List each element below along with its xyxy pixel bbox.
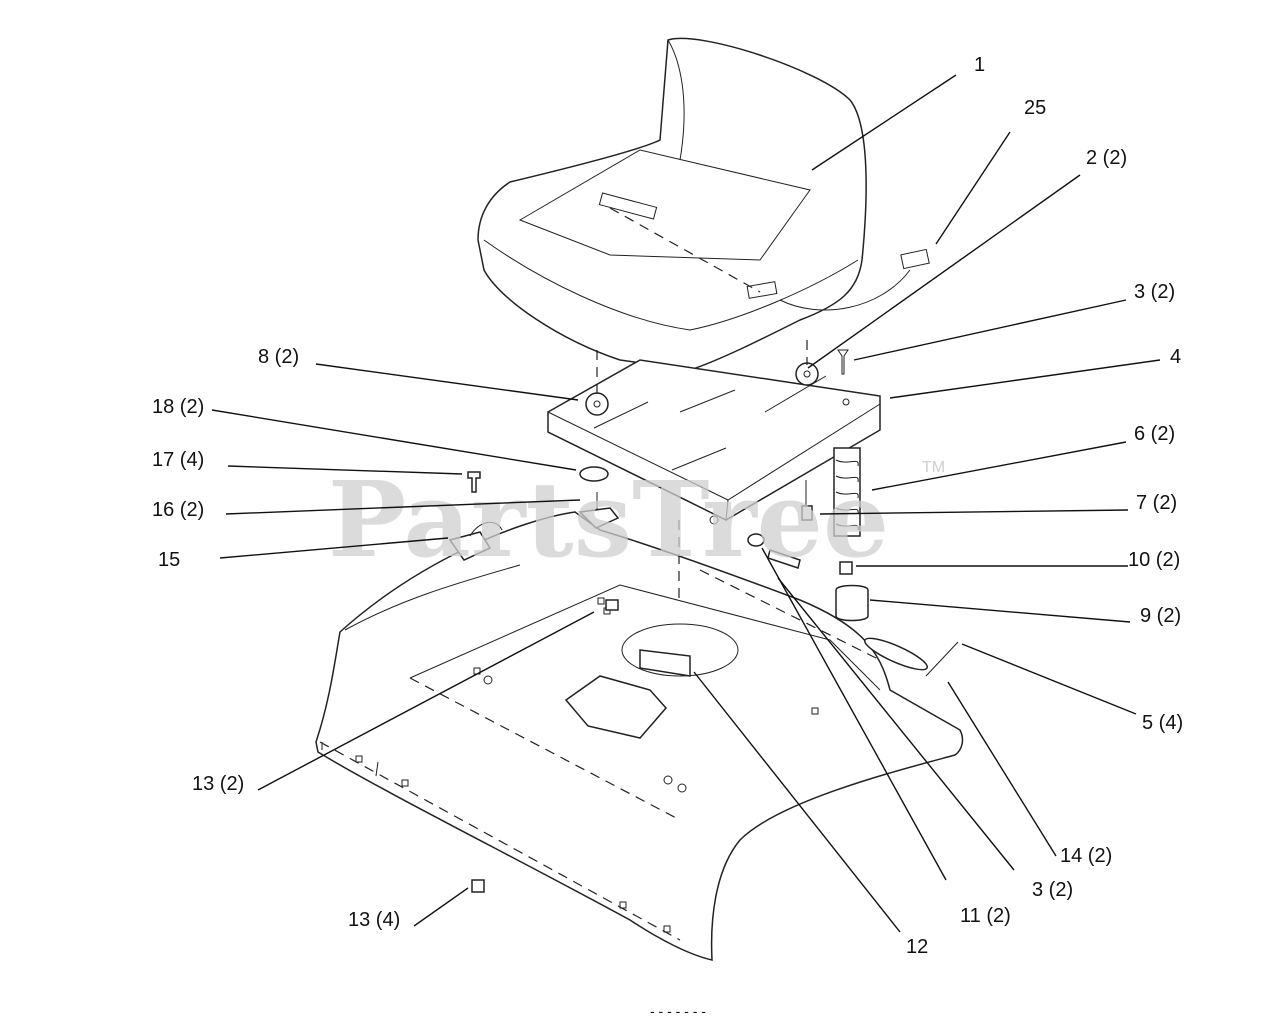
fender-body — [315, 511, 964, 961]
callout-labels: 1 25 2 (2) 3 (2) 4 8 (2) 18 (2) 6 (2) 17… — [152, 54, 1183, 958]
callout-label: 15 — [158, 549, 180, 571]
callout-label: 4 — [1170, 346, 1181, 368]
callout-label: 25 — [1024, 97, 1046, 119]
callout-label: 3 (2) — [1134, 281, 1175, 303]
partstree-watermark: PartsTree TM — [328, 458, 945, 581]
callout-label: 12 — [906, 936, 928, 958]
callout-label: 13 (4) — [348, 909, 400, 931]
callout-label: 16 (2) — [152, 499, 204, 521]
callout-label: 2 (2) — [1086, 147, 1127, 169]
callout-label: 9 (2) — [1140, 605, 1181, 627]
seat — [477, 37, 930, 383]
callout-label: 5 (4) — [1142, 712, 1183, 734]
callout-label: 18 (2) — [152, 396, 204, 418]
svg-text:PartsTree: PartsTree — [328, 458, 889, 581]
callout-label: 13 (2) — [192, 773, 244, 795]
svg-text:TM: TM — [922, 459, 945, 476]
leader-lines — [211, 74, 1161, 933]
callout-label: 8 (2) — [258, 346, 299, 368]
callout-label: 1 — [974, 54, 985, 76]
callout-label: 3 (2) — [1032, 879, 1073, 901]
footer-mark: - - - - - - - — [650, 1003, 706, 1017]
callout-label: 10 (2) — [1128, 549, 1180, 571]
callout-label: 6 (2) — [1134, 423, 1175, 445]
callout-label: 11 (2) — [960, 905, 1011, 927]
callout-label: 17 (4) — [152, 449, 204, 471]
seat-plate — [547, 340, 881, 600]
callout-label: 7 (2) — [1136, 492, 1177, 514]
callout-label: 14 (2) — [1060, 845, 1112, 867]
